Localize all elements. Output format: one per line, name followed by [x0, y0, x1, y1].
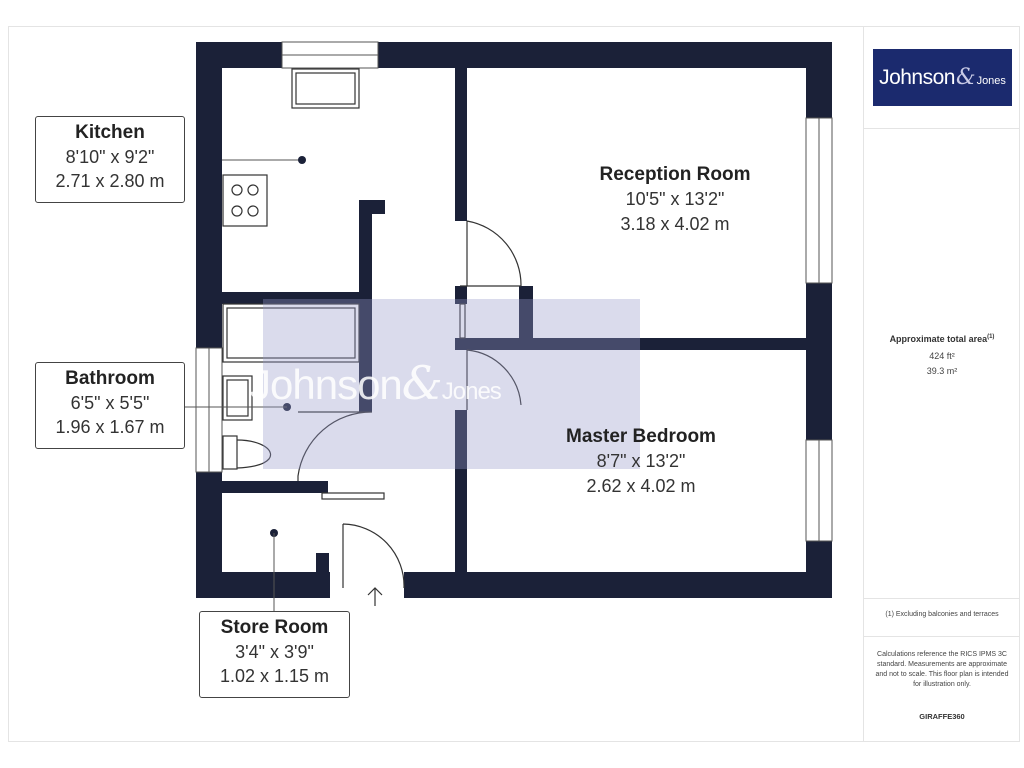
master-bedroom-label: Master Bedroom 8'7" x 13'2" 2.62 x 4.02 … [506, 424, 776, 499]
area-title: Approximate total area(1) [889, 334, 995, 344]
toilet-icon [222, 435, 272, 470]
room-size-metric: 2.62 x 4.02 m [586, 476, 696, 496]
bath-icon [222, 303, 360, 363]
sheet-border [8, 26, 1020, 742]
area-m: 39.3 m² [926, 366, 958, 376]
sidebar-separator [864, 128, 1020, 129]
brand-logo: Johnson&Jones [873, 49, 1012, 106]
store-room-callout: Store Room 3'4" x 3'9" 1.02 x 1.15 m [199, 611, 350, 698]
hob-icon [222, 174, 268, 227]
sidebar-separator [864, 598, 1020, 599]
reception-room-label: Reception Room 10'5" x 13'2" 3.18 x 4.02… [540, 162, 810, 237]
basin-icon [222, 375, 253, 421]
room-size-metric: 1.96 x 1.67 m [55, 417, 165, 437]
doors [297, 220, 522, 589]
kitchen-callout: Kitchen 8'10" x 9'2" 2.71 x 2.80 m [35, 116, 185, 203]
room-name: Store Room [220, 617, 329, 638]
room-name: Kitchen [75, 122, 145, 143]
exclusion-note: (1) Excluding balconies and terraces [885, 611, 999, 618]
room-size-imperial: 8'10" x 9'2" [65, 147, 155, 167]
windows [195, 41, 833, 542]
walls [196, 42, 832, 598]
watermark-panel [263, 299, 640, 469]
room-size-imperial: 8'7" x 13'2" [596, 451, 686, 471]
disclaimer: Calculations reference the RICS IPMS 3C … [875, 651, 1009, 688]
entrance-arrow-icon [367, 587, 383, 606]
brand-credit: GIRAFFE360 [919, 712, 965, 721]
room-size-metric: 2.71 x 2.80 m [55, 171, 165, 191]
sidebar-divider [863, 26, 864, 742]
watermark-text: Johnson&Jones [250, 356, 502, 410]
area-ft: 424 ft² [929, 351, 955, 361]
room-size-metric: 3.18 x 4.02 m [620, 214, 730, 234]
sink-icon [291, 68, 360, 109]
room-name: Bathroom [65, 368, 155, 389]
room-size-imperial: 3'4" x 3'9" [235, 642, 314, 662]
sidebar-separator [864, 636, 1020, 637]
bathroom-callout: Bathroom 6'5" x 5'5" 1.96 x 1.67 m [35, 362, 185, 449]
room-size-metric: 1.02 x 1.15 m [219, 666, 330, 686]
room-name: Reception Room [599, 164, 751, 185]
room-name: Master Bedroom [566, 426, 716, 447]
room-size-imperial: 10'5" x 13'2" [625, 189, 725, 209]
room-size-imperial: 6'5" x 5'5" [70, 393, 150, 413]
